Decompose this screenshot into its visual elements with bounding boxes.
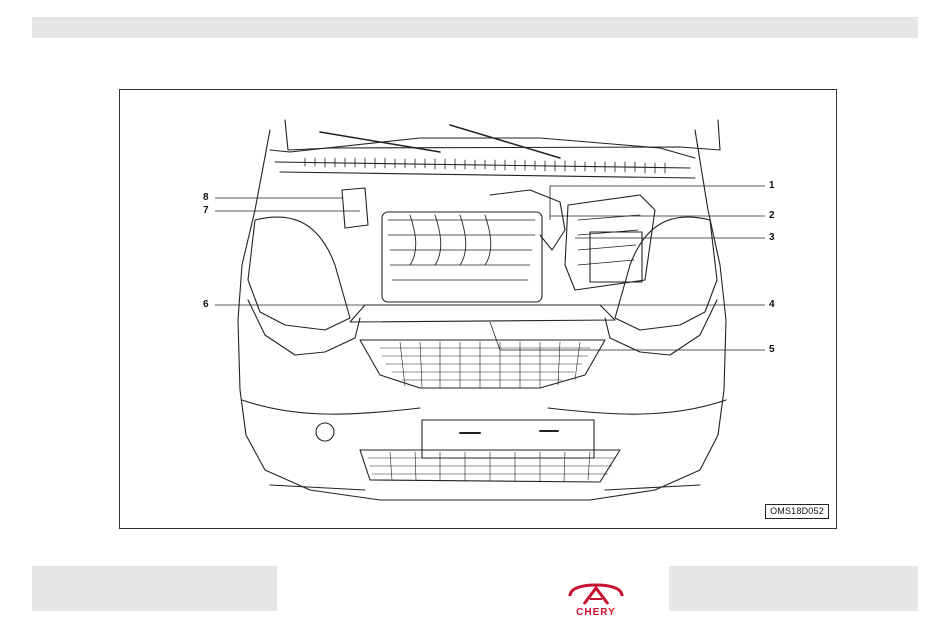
footer-bar-left bbox=[32, 566, 277, 611]
brand-name: CHERY bbox=[562, 607, 630, 619]
callout-label: 4 bbox=[769, 299, 775, 311]
chery-logo: CHERY bbox=[562, 582, 630, 620]
callout-label: 2 bbox=[769, 210, 775, 222]
footer-bar-right bbox=[669, 566, 918, 611]
callout-label: 3 bbox=[769, 232, 775, 244]
callout-label: 5 bbox=[769, 344, 775, 356]
callout-label: 7 bbox=[203, 205, 209, 217]
chery-emblem-icon bbox=[562, 582, 630, 608]
callout-label: 6 bbox=[203, 299, 209, 311]
callout-label: 8 bbox=[203, 192, 209, 204]
engine-bay-figure: 1 2 3 4 5 6 7 8 OMS18D052 bbox=[119, 89, 837, 529]
callout-label: 1 bbox=[769, 180, 775, 192]
figure-code: OMS18D052 bbox=[765, 504, 829, 519]
header-bar bbox=[32, 17, 918, 38]
engine-bay-drawing bbox=[120, 90, 838, 530]
